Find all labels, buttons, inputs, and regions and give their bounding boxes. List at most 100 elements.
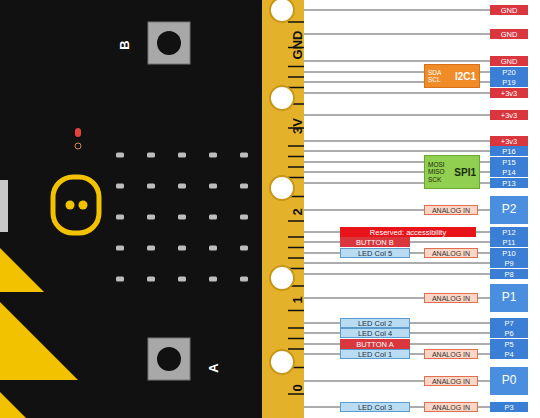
corner-mark: [0, 392, 26, 418]
signal-name: SCL: [428, 76, 441, 84]
signal-name: SDA: [428, 69, 441, 77]
led: [178, 184, 186, 189]
led-column-box: LED Col 5: [340, 248, 410, 258]
led-column-box-text: LED Col 1: [358, 350, 392, 359]
pin-label: P10: [490, 248, 528, 258]
signal-name: MISO: [428, 168, 445, 176]
pin-label-text: GND: [501, 6, 518, 15]
pad-gap: [288, 145, 304, 147]
ring-label: 0: [291, 384, 304, 391]
pin-label-text: P12: [502, 228, 515, 237]
pin-label-text: P4: [504, 350, 513, 359]
pin-label: GND: [490, 29, 528, 39]
led-column-box-text: LED Col 2: [358, 319, 392, 328]
pin-label: P5: [490, 339, 528, 349]
pin-label-large: P2: [490, 196, 528, 224]
board-body: [0, 0, 280, 418]
pin-label-text: GND: [501, 30, 518, 39]
analog-in-box-text: ANALOG IN: [432, 249, 470, 258]
analog-in-box-text: ANALOG IN: [432, 350, 470, 359]
led: [209, 184, 217, 189]
led: [178, 246, 186, 251]
pin-wire: [300, 263, 492, 264]
pin-label-text: P15: [502, 158, 515, 167]
led: [240, 246, 248, 251]
pad-gap: [288, 21, 304, 23]
button-box: BUTTON B: [340, 237, 410, 247]
usb-connector: [0, 180, 8, 232]
pin-label-text: P7: [504, 319, 513, 328]
led-column-box: LED Col 4: [340, 328, 410, 338]
analog-in-box: ANALOG IN: [424, 349, 478, 359]
corner-mark: [0, 248, 44, 292]
pin-label: P4: [490, 349, 528, 359]
analog-in-box: ANALOG IN: [424, 248, 478, 258]
led: [147, 153, 155, 158]
corner-mark: [0, 302, 78, 380]
pad-gap: [288, 257, 304, 259]
pin-label: P12: [490, 227, 528, 237]
pin-label-text: P9: [504, 259, 513, 268]
microphone-icon: [75, 128, 81, 137]
pad-gap: [288, 247, 304, 249]
pin-label: P11: [490, 237, 528, 247]
pin-label-large-text: P0: [502, 374, 517, 387]
led: [147, 246, 155, 251]
pad-gap: [288, 236, 304, 238]
led: [116, 246, 124, 251]
pad-gap: [288, 66, 304, 68]
button-a: [148, 338, 190, 380]
pad-gap: [288, 393, 304, 395]
led-matrix: [116, 153, 248, 282]
pin-label: P14: [490, 167, 528, 177]
pin-label: P13: [490, 178, 528, 188]
analog-in-box-text: ANALOG IN: [432, 403, 470, 412]
led: [116, 153, 124, 158]
analog-in-box: ANALOG IN: [424, 293, 478, 303]
analog-in-box: ANALOG IN: [424, 376, 478, 386]
signal-list: SDASCL: [428, 69, 441, 84]
pin-label: P3: [490, 402, 528, 412]
pad-gap: [288, 338, 304, 340]
led-column-box: LED Col 3: [340, 402, 410, 412]
pin-label-text: P6: [504, 329, 513, 338]
pin-label: P6: [490, 328, 528, 338]
pad-gap: [288, 310, 304, 312]
pin-label: P9: [490, 258, 528, 268]
led-column-box-text: LED Col 5: [358, 249, 392, 258]
pin-label-text: GND: [501, 57, 518, 66]
led: [178, 277, 186, 282]
led-column-box-text: LED Col 3: [358, 403, 392, 412]
pin-label-text: P16: [502, 147, 515, 156]
logo-dot: [79, 201, 88, 210]
led: [209, 246, 217, 251]
led-column-box-text: LED Col 4: [358, 329, 392, 338]
pad-gap: [288, 348, 304, 350]
pin-label: GND: [490, 56, 528, 66]
led: [240, 184, 248, 189]
ring-label: 1: [291, 296, 304, 303]
pin-label-text: P11: [503, 238, 516, 247]
pad-gap: [288, 156, 304, 158]
pin-label-text: P8: [504, 270, 513, 279]
i2c-box: SDASCLI2C1: [424, 64, 480, 88]
pin-wire: [300, 93, 492, 94]
led: [116, 277, 124, 282]
microphone-hole: [75, 143, 81, 149]
ring-hole: [270, 0, 294, 22]
ring-hole: [270, 266, 294, 290]
pin-wire: [300, 274, 492, 275]
led: [147, 184, 155, 189]
pad-gap: [288, 87, 304, 89]
ring-label: GND: [291, 31, 304, 60]
analog-in-box-text: ANALOG IN: [432, 206, 470, 215]
button-b: [148, 22, 190, 64]
led-column-box: LED Col 1: [340, 349, 410, 359]
led: [240, 215, 248, 220]
led: [209, 277, 217, 282]
led: [147, 277, 155, 282]
pad-gap: [288, 177, 304, 179]
pin-label: P7: [490, 318, 528, 328]
button-box-text: BUTTON A: [356, 340, 393, 349]
button-letter: B: [118, 40, 131, 49]
